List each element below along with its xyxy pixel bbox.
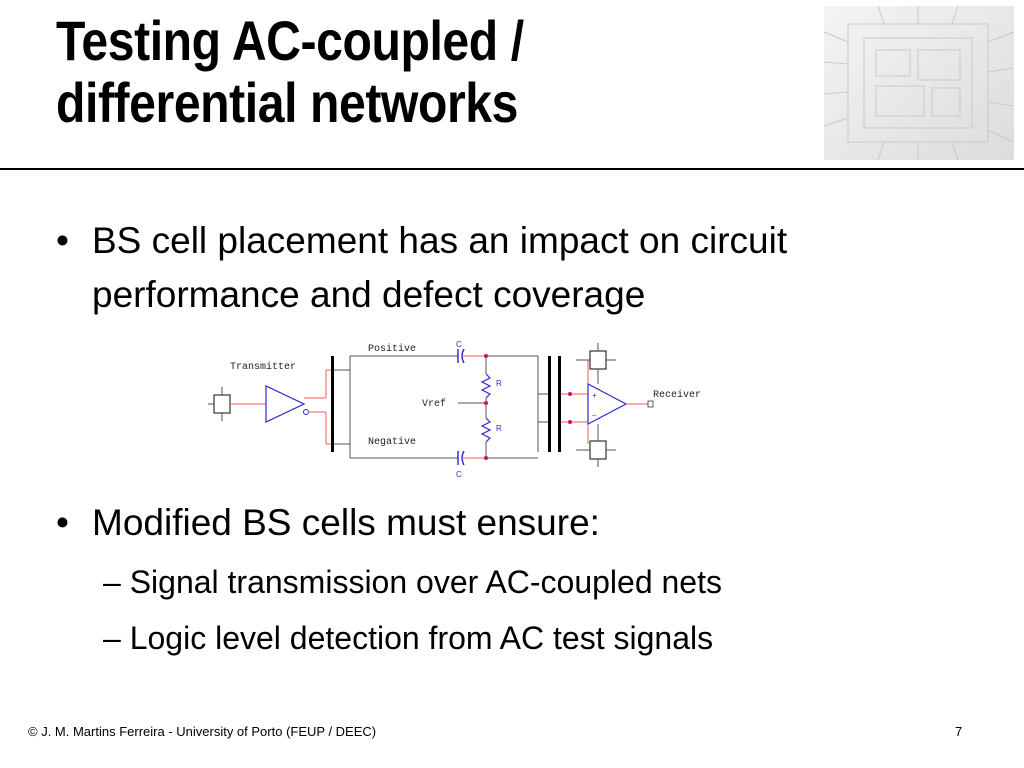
page-number: 7	[955, 724, 963, 739]
node-mid	[484, 401, 488, 405]
label-cap-top: C	[456, 340, 462, 349]
bs-cell-receiver-bottom	[589, 440, 607, 460]
label-positive: Positive	[368, 343, 416, 355]
bs-cell-receiver-top	[589, 350, 607, 370]
label-plus: +	[592, 391, 597, 400]
chip-logo-icon	[823, 5, 1015, 161]
slide-title-line-2: differential networks	[56, 71, 518, 134]
slide-title-line-1: Testing AC-coupled /	[56, 9, 524, 72]
receiver-comparator-icon	[587, 383, 628, 425]
bullet-marker: •	[56, 220, 69, 261]
label-res-top: R	[496, 379, 502, 388]
sub-item-2: – Logic level detection from AC test sig…	[103, 620, 714, 656]
label-res-bottom: R	[496, 424, 502, 433]
ac-coupled-circuit-diagram: Transmitter Positive Negative Vref C C R…	[208, 340, 701, 479]
sub-item-1: – Signal transmission over AC-coupled ne…	[103, 564, 722, 600]
receiver-pin-icon	[647, 400, 654, 408]
label-receiver: Receiver	[653, 389, 701, 401]
resistor-top-icon	[480, 373, 492, 399]
right-connector-bar-2	[558, 356, 561, 452]
right-connector-bar-1	[548, 356, 551, 452]
bullet-item-2: • Modified BS cells must ensure:	[56, 496, 986, 550]
slide-title: Testing AC-coupled / differential networ…	[56, 10, 692, 134]
bs-cell-transmitter	[213, 394, 231, 414]
bullet-text: BS cell placement has an impact on circu…	[92, 220, 788, 315]
label-vref: Vref	[422, 398, 446, 410]
footer-credit: © J. M. Martins Ferreira - University of…	[28, 724, 377, 739]
label-cap-bottom: C	[456, 470, 462, 479]
transmitter-buffer-icon	[265, 385, 306, 423]
left-connector-bar	[331, 356, 334, 452]
label-transmitter: Transmitter	[230, 361, 296, 373]
bullet-item-1: • BS cell placement has an impact on cir…	[56, 214, 986, 322]
resistor-bottom-icon	[480, 417, 492, 443]
bullet-marker: •	[56, 502, 69, 543]
title-divider	[0, 168, 1024, 170]
bullet-text: Modified BS cells must ensure:	[92, 502, 600, 543]
label-negative: Negative	[368, 436, 416, 448]
label-minus: –	[592, 411, 597, 420]
